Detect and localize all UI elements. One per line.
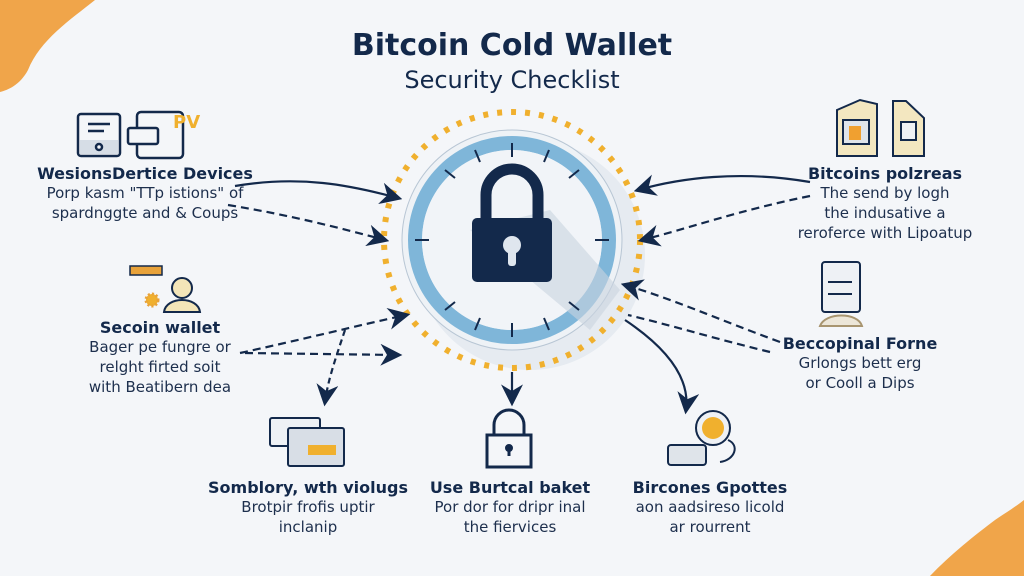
item-line: the fiervices <box>463 518 557 536</box>
central-lock-emblem <box>381 109 645 371</box>
item-line: relght firted soit <box>99 358 221 376</box>
page-subtitle: Security Checklist <box>404 66 620 94</box>
coin-storage-icon <box>667 410 736 466</box>
item-line: spardnggte and & Coups <box>51 204 239 222</box>
item-hardware-devices: WesionsDertice Devices Porp kasm "TTp is… <box>20 164 270 223</box>
cards-icon <box>269 417 345 467</box>
item-bitcoins-polzreas: Bitcoins polzreas The send by logh the i… <box>780 164 990 243</box>
item-line: Por dor for dripr inal <box>434 498 586 516</box>
item-bottom-right: Bircones Gpottes aon aadsireso licold ar… <box>600 478 820 537</box>
item-title: Somblory, wth violugs <box>208 478 408 497</box>
page-title: Bitcoin Cold Wallet <box>351 28 673 63</box>
hardware-devices-icon: PV <box>76 110 200 160</box>
user-settings-icon <box>129 265 202 313</box>
item-title: Use Burtcal baket <box>429 478 591 497</box>
item-line: aon aadsireso licold <box>635 498 785 516</box>
corner-blob-bottom-right <box>930 500 1024 576</box>
item-title: Secoin wallet <box>99 318 221 337</box>
item-title: Bitcoins polzreas <box>807 164 963 183</box>
item-bottom-center: Use Burtcal baket Por dor for dripr inal… <box>400 478 620 537</box>
item-bottom-left: Somblory, wth violugs Brotpir frofis upt… <box>198 478 418 537</box>
item-line: the indusative a <box>824 204 946 222</box>
item-line: Porp kasm "TTp istions" of <box>46 184 244 202</box>
connector-arrows <box>227 174 811 415</box>
item-secoin-wallet: Secoin wallet Bager pe fungre or relght … <box>40 318 280 397</box>
corner-blob-top-left <box>0 0 95 92</box>
item-title: Bircones Gpottes <box>632 478 788 497</box>
item-beccopinal-forne: Beccopinal Forne Grlongs bett erg or Coo… <box>760 334 960 393</box>
item-line: reroferce with Lipoatup <box>797 224 973 242</box>
svg-text:PV: PV <box>173 112 200 133</box>
padlock-icon <box>485 408 533 469</box>
item-line: with Beatibern dea <box>88 378 232 396</box>
item-title: WesionsDertice Devices <box>37 164 253 183</box>
item-line: The send by logh <box>820 184 950 202</box>
item-line: Bager pe fungre or <box>89 338 231 356</box>
item-line: Brotpir frofis uptir <box>241 498 375 516</box>
item-line: ar rourrent <box>669 518 751 536</box>
sim-cards-icon <box>836 98 925 157</box>
item-line: or Cooll a Dips <box>805 374 915 392</box>
item-title: Beccopinal Forne <box>782 334 938 353</box>
item-line: inclanip <box>278 518 338 536</box>
monitor-checklist-icon <box>818 261 864 327</box>
item-line: Grlongs bett erg <box>798 354 922 372</box>
